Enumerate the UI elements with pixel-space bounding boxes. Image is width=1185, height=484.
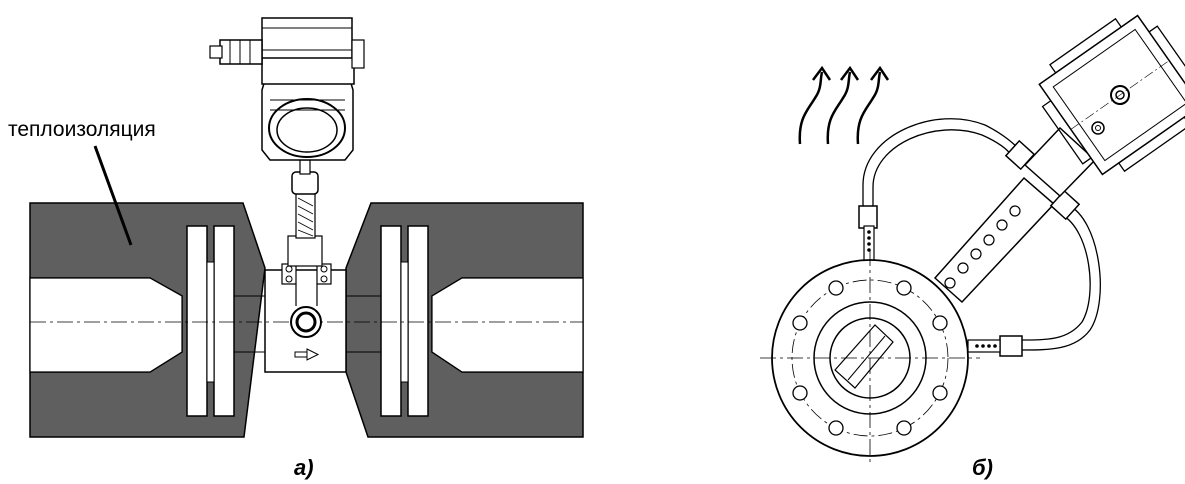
impulse-tube-outer xyxy=(862,118,1021,210)
flow-arrow-icon xyxy=(294,348,320,361)
impulse-tube-right-inner xyxy=(1019,214,1091,341)
figure-b: б) xyxy=(760,14,1185,480)
flange-right-1 xyxy=(380,225,402,417)
transmitter-housing xyxy=(209,17,365,161)
pipe-left xyxy=(29,277,183,373)
impulse-tube-right-outer xyxy=(1019,204,1101,351)
insulation-leader xyxy=(93,145,133,246)
tube-nut-right xyxy=(999,335,1023,357)
caption-b: б) xyxy=(972,455,993,480)
figure-a: теплоизоляция а) xyxy=(8,17,584,480)
sensor-head xyxy=(281,263,332,338)
flange-right-2 xyxy=(407,225,429,417)
tube-nut-left xyxy=(858,205,878,229)
transmitter-neck xyxy=(933,126,1097,304)
flange-left-1 xyxy=(186,225,208,417)
sensor-stem xyxy=(287,159,323,267)
pipe-right xyxy=(431,277,584,373)
wafer-flange xyxy=(760,250,980,465)
insulation-label: теплоизоляция xyxy=(8,118,156,141)
transmitter-box xyxy=(1038,14,1185,176)
impulse-tube-inner xyxy=(872,129,1013,210)
small-fitting xyxy=(1091,121,1105,135)
flange-left-2 xyxy=(213,225,235,417)
caption-a: а) xyxy=(294,455,314,480)
heat-arrows-icon xyxy=(798,65,890,145)
